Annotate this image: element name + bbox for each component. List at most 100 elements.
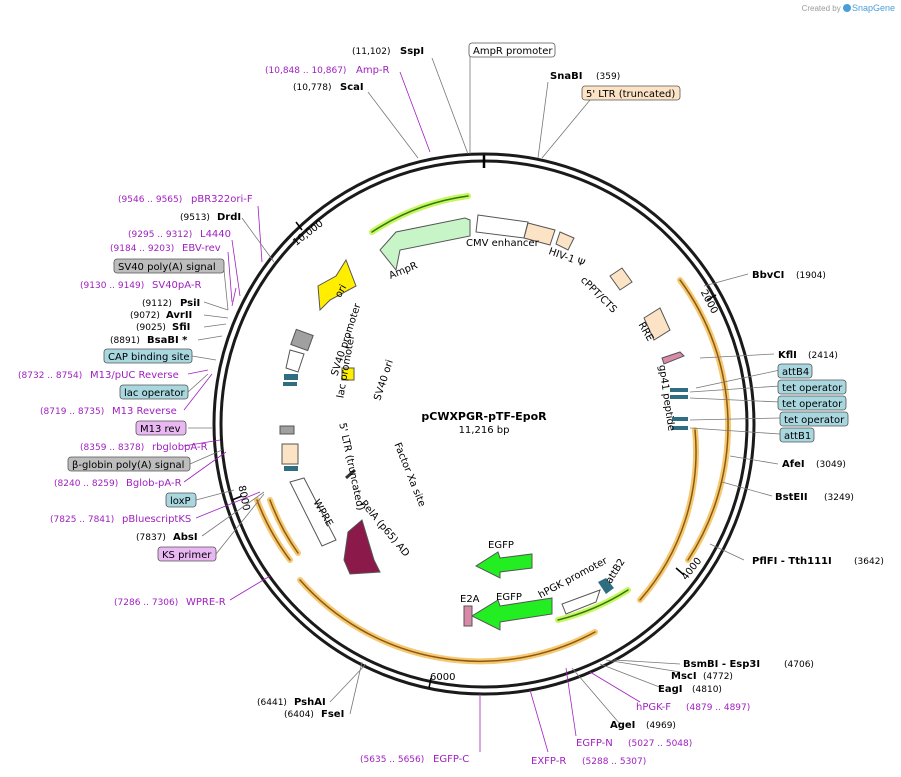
- wpre-box: [289, 477, 337, 547]
- primer-bglob-pa-r: Bglob-pA-R: [126, 478, 182, 489]
- svg-text:(4879 .. 4897): (4879 .. 4897): [686, 703, 750, 713]
- label-attb2: attB2: [604, 557, 628, 586]
- enzyme-labels-left: (9513) DrdI (9112) PsiI (9072) AvrII (90…: [110, 212, 241, 543]
- svg-text:(4810): (4810): [692, 685, 722, 695]
- label-lac-operator: lac operator: [124, 388, 185, 399]
- svg-text:(9072): (9072): [130, 311, 160, 321]
- ampr-arrow: [379, 217, 471, 272]
- ltr-trunc-box: [281, 443, 299, 465]
- label-5ltr-truncated: 5' LTR (truncated): [336, 422, 365, 512]
- attb1-mark: [672, 426, 688, 430]
- bglobin-box: [279, 425, 295, 435]
- svg-text:(7837): (7837): [136, 533, 166, 543]
- ltr-box: [523, 222, 556, 246]
- svg-text:(5027 .. 5048): (5027 .. 5048): [628, 739, 692, 749]
- label-bglobin-polya: β-globin poly(A) signal: [72, 460, 184, 471]
- cmv-enhancer-box: [475, 214, 529, 239]
- svg-text:(4969): (4969): [646, 721, 676, 731]
- svg-text:(8719 .. 8735): (8719 .. 8735): [40, 407, 104, 417]
- tick-8000: 8000: [235, 485, 251, 512]
- svg-text:(8359 .. 8378): (8359 .. 8378): [80, 443, 144, 453]
- enzyme-bsabi: BsaBI *: [147, 335, 188, 346]
- loxp-mark: [284, 466, 298, 471]
- gp41-box: [661, 351, 685, 365]
- tick-6000: 6000: [430, 672, 455, 683]
- label-tet-operator-2: tet operator: [782, 399, 843, 410]
- plasmid-name: pCWXPGR-pTF-EpoR: [421, 410, 547, 423]
- enzyme-avrii: AvrII: [166, 310, 192, 321]
- primer-m13-puc-reverse: M13/pUC Reverse: [90, 370, 179, 381]
- credit-prefix: Created by: [801, 4, 841, 13]
- hiv-psi-box: [555, 231, 575, 251]
- label-m13-rev: M13 rev: [140, 424, 181, 435]
- attb4-mark: [670, 388, 688, 392]
- rre-box: [643, 307, 671, 341]
- svg-text:(2414): (2414): [808, 351, 838, 361]
- snapgene-credit: Created by SnapGene: [802, 3, 895, 13]
- primer-l4440: L4440: [200, 229, 231, 240]
- label-cmv-enhancer: CMV enhancer: [466, 238, 540, 249]
- primer-egfp-n: EGFP-N: [576, 738, 613, 749]
- credit-brand: SnapGene: [851, 3, 895, 13]
- enzyme-bsteii: BstEII: [775, 492, 808, 503]
- enzyme-sfii: SfiI: [172, 322, 190, 333]
- label-ampr-promoter: AmpR promoter: [473, 46, 553, 57]
- label-5ltr: 5' LTR (truncated): [586, 89, 675, 100]
- enzyme-afei: AfeI: [782, 459, 805, 470]
- enzyme-labels-top: (11,102) SspI SnaBI (359) (10,778) ScaI: [293, 46, 620, 93]
- enzyme-fsei: FseI: [321, 709, 344, 720]
- label-tet-operator-3: tet operator: [784, 415, 845, 426]
- svg-text:(8240 .. 8259): (8240 .. 8259): [54, 479, 118, 489]
- primer-amp-r: Amp-R: [356, 65, 390, 76]
- label-factor-xa: Factor Xa site: [391, 441, 427, 508]
- tet-op-mark-2: [672, 417, 688, 421]
- primer-pbluescriptks: pBluescriptKS: [122, 514, 191, 525]
- cap-mark: [284, 374, 298, 380]
- label-loxp: loxP: [170, 496, 191, 507]
- ori-arrow: [317, 258, 357, 312]
- enzyme-absi: AbsI: [173, 532, 198, 543]
- enzyme-agei: AgeI: [610, 720, 635, 731]
- snapgene-logo-icon: [842, 4, 851, 12]
- sv40-pa-box: [290, 328, 314, 352]
- features: [279, 214, 688, 631]
- svg-text:(1904): (1904): [796, 271, 826, 281]
- cppt-box: [609, 267, 633, 291]
- orf-arcs: [254, 193, 732, 665]
- svg-text:(11,102): (11,102): [352, 47, 391, 57]
- factor-xa-mark: [345, 468, 356, 480]
- primer-egfp-c: EGFP-C: [433, 754, 469, 765]
- e2a-box: [463, 605, 473, 627]
- enzyme-snabi: SnaBI: [550, 71, 582, 82]
- attb2-mark: [598, 578, 614, 594]
- egfp-arrow-2: [470, 597, 553, 631]
- svg-text:(10,848 .. 10,867): (10,848 .. 10,867): [265, 66, 346, 76]
- egfp-arrow-1: [474, 551, 533, 579]
- svg-text:(4706): (4706): [784, 660, 814, 670]
- primer-sv40pa-r: SV40pA-R: [152, 280, 201, 291]
- enzyme-labels-bottom: (6441) PshAI (6404) FseI: [257, 697, 344, 720]
- enzyme-kfli: KflI: [778, 350, 797, 361]
- svg-text:(7825 .. 7841): (7825 .. 7841): [50, 515, 114, 525]
- label-egfp-2: EGFP: [496, 592, 522, 603]
- lac-op-mark: [283, 382, 297, 386]
- leader-lines: [183, 56, 781, 753]
- enzyme-scai: ScaI: [340, 82, 364, 93]
- enzyme-msci: MscI: [671, 671, 697, 682]
- label-tet-operator-1: tet operator: [782, 383, 843, 394]
- primer-ebv-rev: EBV-rev: [182, 243, 221, 254]
- label-ks-primer: KS primer: [162, 550, 212, 561]
- tet-op-mark-1: [670, 395, 688, 399]
- primer-wpre-r: WPRE-R: [186, 597, 226, 608]
- sv40-ori-box: [341, 367, 355, 381]
- boxed-labels: AmpR promoter 5' LTR (truncated) SV40 po…: [67, 42, 849, 562]
- rela-arrow: [343, 519, 381, 575]
- enzyme-pflfi: PflFI - Tth111I: [752, 556, 832, 567]
- enzyme-eagi: EagI: [658, 684, 682, 695]
- enzyme-bbvci: BbvCI: [752, 270, 784, 281]
- primer-m13-reverse: M13 Reverse: [112, 406, 177, 417]
- svg-text:(5635 .. 5656): (5635 .. 5656): [360, 755, 424, 765]
- svg-text:(5288 .. 5307): (5288 .. 5307): [582, 757, 646, 767]
- svg-text:(9184 .. 9203): (9184 .. 9203): [110, 244, 174, 254]
